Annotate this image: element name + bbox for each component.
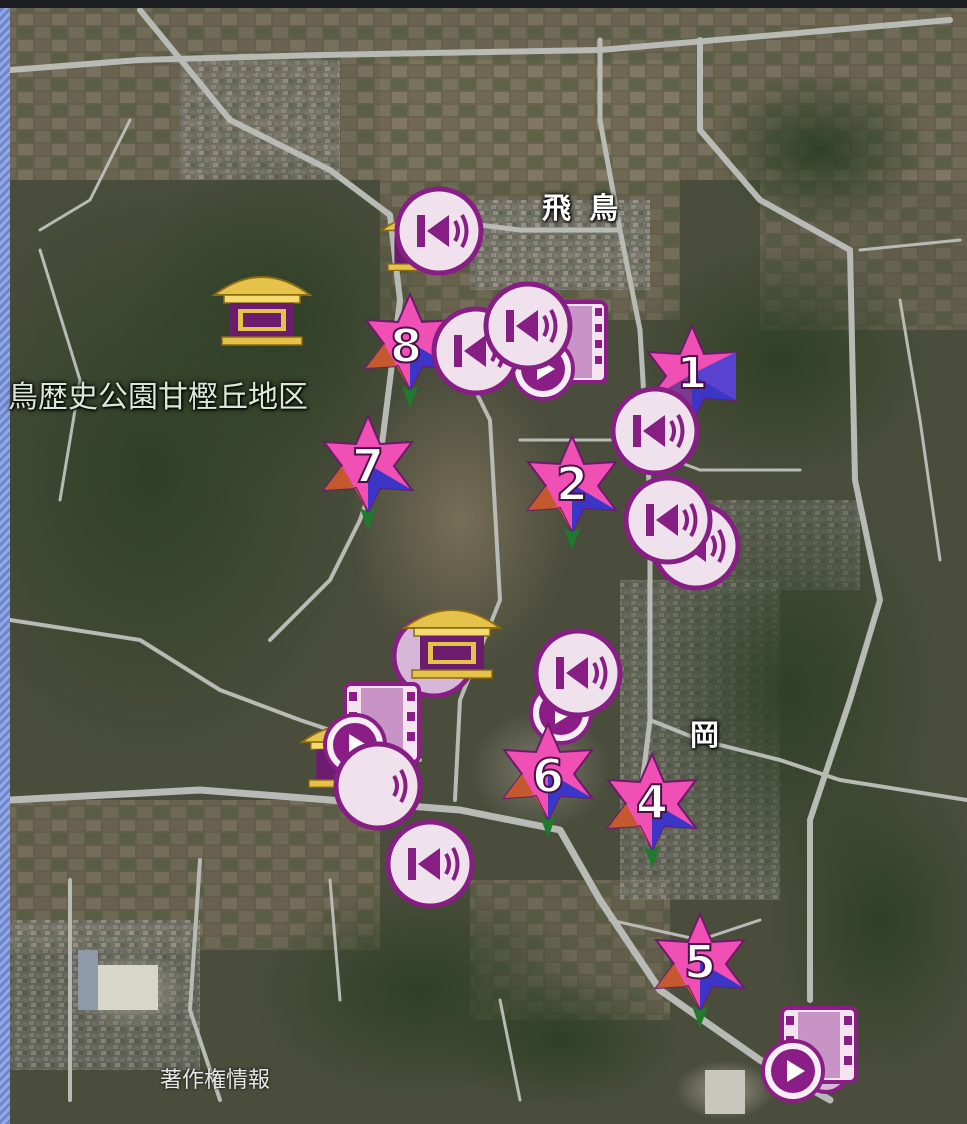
- spot-marker-7[interactable]: 7: [316, 412, 420, 532]
- audio-guide-marker[interactable]: [622, 474, 714, 566]
- spot-number: 8: [390, 319, 422, 373]
- spot-number: 1: [677, 348, 708, 399]
- audio-guide-marker[interactable]: [332, 740, 424, 832]
- play-icon: [761, 1039, 825, 1103]
- numbered-star-icon: 2: [525, 433, 619, 550]
- spot-number: 4: [636, 775, 668, 829]
- audio-guide-icon: [394, 186, 484, 276]
- temple-marker[interactable]: [210, 265, 314, 349]
- park-label: 鳥歴史公園甘樫丘地区: [8, 380, 308, 415]
- spot-marker-5[interactable]: 5: [648, 910, 752, 1030]
- audio-guide-icon: [533, 628, 623, 718]
- audio-guide-marker[interactable]: [609, 385, 701, 477]
- numbered-star-icon: 5: [653, 911, 747, 1028]
- copyright-link[interactable]: 著作権情報: [160, 1068, 271, 1093]
- audio-guide-icon: [483, 281, 573, 371]
- temple-icon: [391, 609, 504, 699]
- numbered-star-icon: 4: [605, 751, 699, 868]
- audio-guide-marker[interactable]: [384, 818, 476, 910]
- spot-number: 5: [684, 935, 716, 989]
- audio-guide-marker[interactable]: [532, 627, 624, 719]
- top-status-bar: [0, 0, 967, 8]
- spot-marker-4[interactable]: 4: [600, 750, 704, 870]
- spot-number: 2: [556, 457, 588, 511]
- spot-marker-6[interactable]: 6: [496, 720, 600, 840]
- audio-guide-icon: [385, 819, 475, 909]
- left-edge-strip: [0, 0, 10, 1124]
- spot-marker-2[interactable]: 2: [520, 432, 624, 552]
- spot-number: 6: [532, 749, 564, 803]
- video-play-button[interactable]: [760, 1038, 826, 1104]
- temple-icon: [210, 276, 314, 346]
- audio-guide-icon: [610, 386, 700, 476]
- audio-guide-icon: [623, 475, 713, 565]
- temple-marker[interactable]: [391, 598, 504, 699]
- audio-guide-marker[interactable]: [393, 185, 485, 277]
- numbered-star-icon: 7: [321, 413, 415, 530]
- spot-number: 7: [352, 439, 384, 493]
- audio-guide-marker[interactable]: [482, 280, 574, 372]
- place-label-asuka: 飛 鳥: [542, 191, 623, 225]
- audio-guide-icon: [333, 741, 423, 831]
- numbered-star-icon: 6: [501, 721, 595, 838]
- place-label-oka: 岡: [690, 718, 724, 752]
